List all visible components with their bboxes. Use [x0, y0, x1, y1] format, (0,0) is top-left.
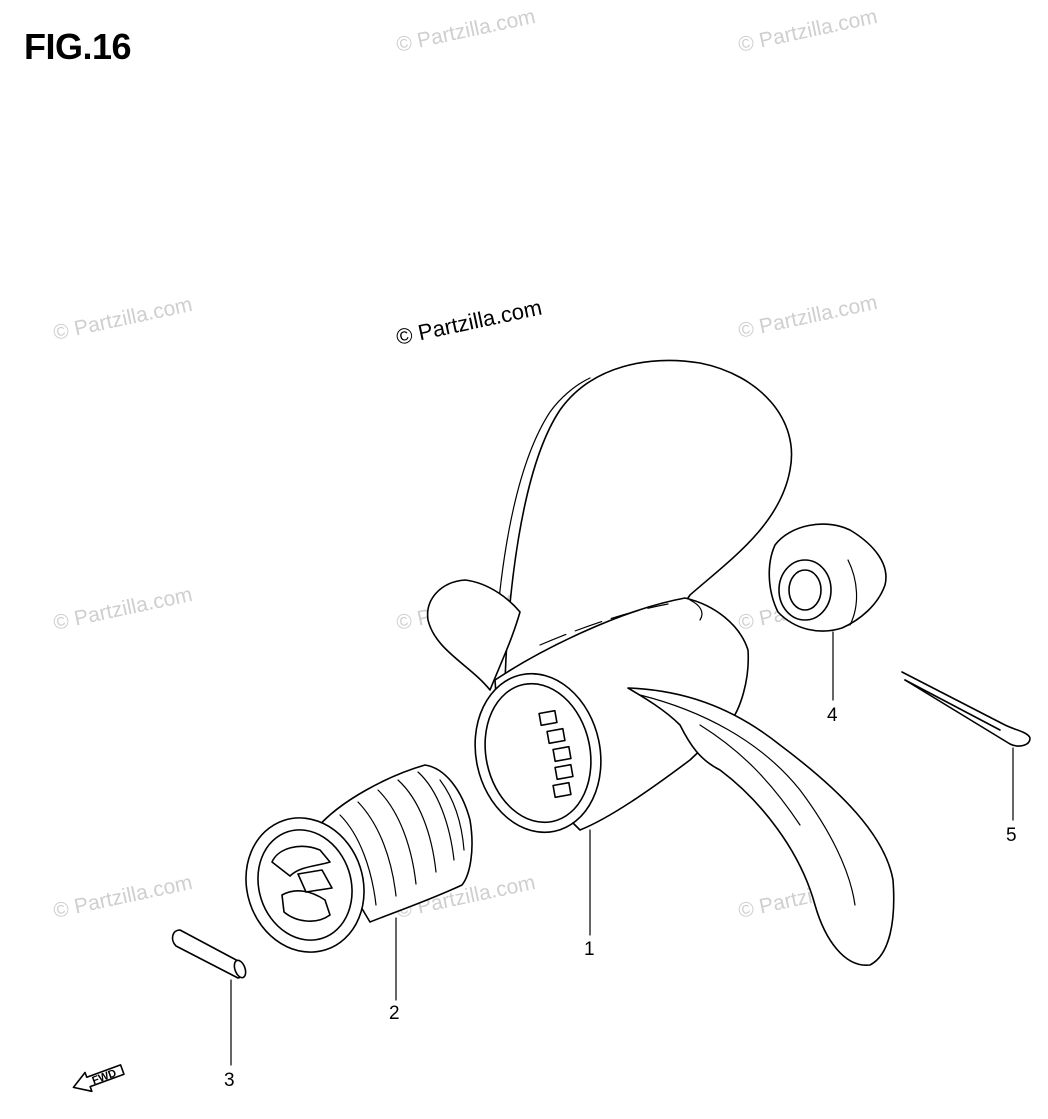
- propeller-part-1: [426, 359, 895, 966]
- watermark: © Partzilla.com: [736, 291, 879, 343]
- callout-part-2: 2: [389, 1003, 400, 1024]
- bushing-face: [245, 817, 365, 953]
- propeller-right-blade-inner: [639, 694, 856, 906]
- cotter-pin-body: [901, 671, 1031, 747]
- callout-part-1: 1: [584, 939, 595, 960]
- watermark: © Partzilla.com: [51, 293, 194, 345]
- fwd-arrow-icon: FWD: [72, 1064, 125, 1093]
- callout-part-3: 3: [224, 1070, 235, 1091]
- fwd-label: FWD: [91, 1067, 119, 1087]
- bushing-ribs: [339, 771, 465, 906]
- cotter-pin-part-5: [901, 671, 1031, 821]
- nut-cap-body: [768, 523, 887, 632]
- propeller-right-blade-inner-2: [699, 724, 801, 826]
- bushing-face-inner: [257, 829, 353, 941]
- propeller-bore-rim: [474, 672, 602, 834]
- propeller-right-blade: [627, 687, 895, 966]
- watermark: © Partzilla.com: [394, 5, 537, 57]
- figure-title: FIG.16: [24, 26, 132, 67]
- nut-cap-ring-outer: [778, 559, 832, 621]
- watermark: © Partzilla.com: [51, 583, 194, 635]
- bushing-face-cutout-2: [281, 890, 331, 922]
- callout-part-4: 4: [827, 705, 838, 726]
- pin-part-3: [171, 929, 247, 1066]
- propeller-bore-splines: [538, 709, 574, 799]
- bushing-face-cutout-1: [271, 845, 331, 877]
- callout-part-5: 5: [1006, 825, 1017, 846]
- nut-cap-edge: [847, 559, 858, 626]
- pin-end: [233, 959, 247, 979]
- bushing-face-cutout-3: [297, 869, 333, 893]
- watermark-main: © Partzilla.com: [394, 295, 544, 350]
- nut-cap-part-4: [768, 523, 887, 701]
- watermark: © Partzilla.com: [736, 5, 879, 57]
- propeller-left-blade: [426, 579, 521, 691]
- propeller-bore-inner-rim: [484, 682, 592, 824]
- nut-cap-ring-inner: [788, 569, 822, 611]
- cotter-pin-shank-2: [904, 679, 1001, 731]
- bushing-part-2: [245, 764, 473, 1001]
- propeller-hub-dash-1: [539, 603, 669, 646]
- propeller-hub-dash-2: [689, 599, 703, 621]
- watermark: © Partzilla.com: [51, 871, 194, 923]
- pin-body: [171, 929, 246, 979]
